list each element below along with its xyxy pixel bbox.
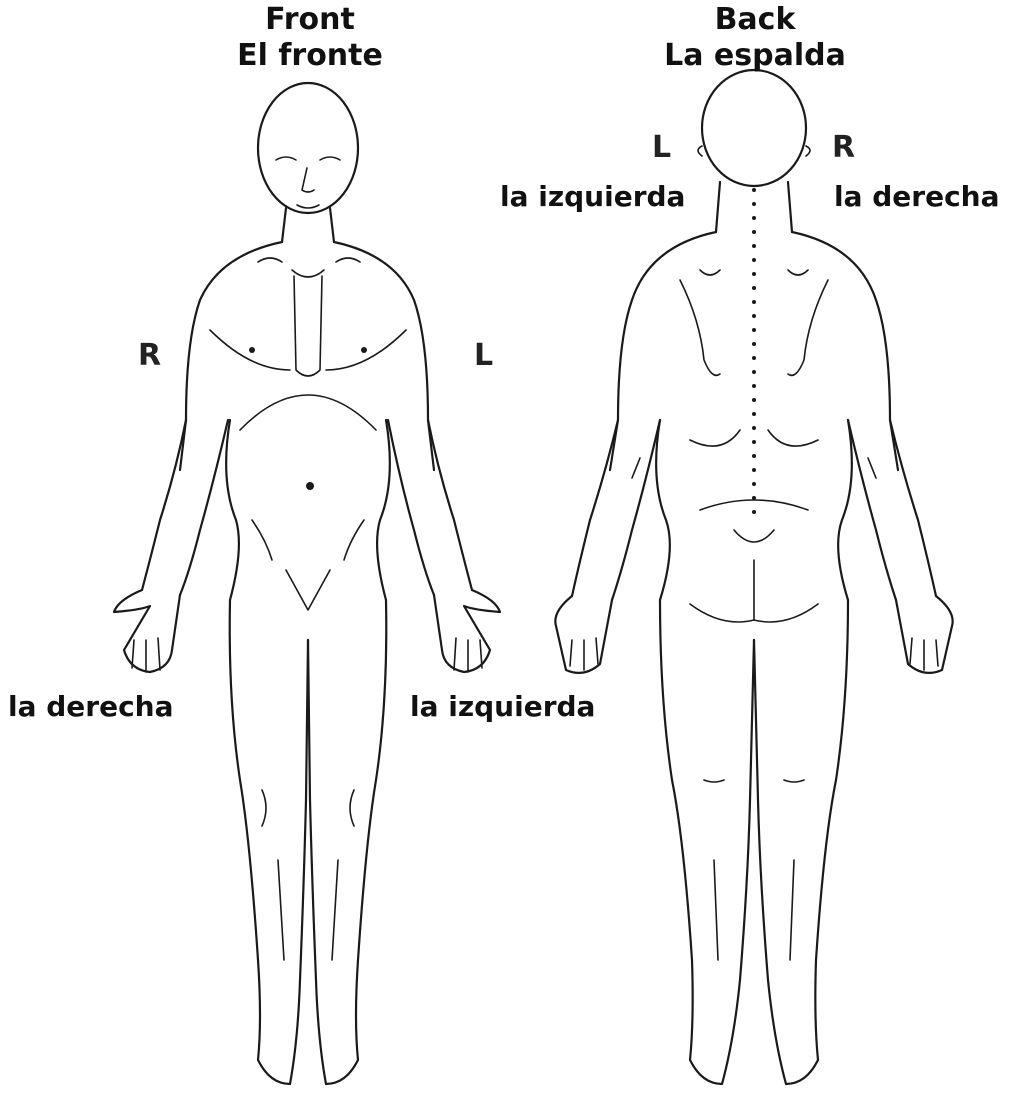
spine-dots: [752, 188, 756, 514]
front-title-es: El fronte: [220, 38, 400, 74]
back-title-es: La espalda: [650, 38, 860, 74]
back-left-letter: L: [652, 130, 671, 165]
front-left-letter: L: [474, 338, 493, 373]
front-title: Front El fronte: [220, 2, 400, 74]
front-left-label: la izquierda: [410, 690, 595, 723]
back-left-label: la izquierda: [500, 180, 685, 213]
back-title-en: Back: [650, 2, 860, 38]
back-right-label: la derecha: [834, 180, 1000, 213]
front-right-letter: R: [138, 338, 161, 373]
front-right-label: la derecha: [8, 690, 174, 723]
front-title-en: Front: [220, 2, 400, 38]
back-title: Back La espalda: [650, 2, 860, 74]
back-right-letter: R: [832, 130, 855, 165]
